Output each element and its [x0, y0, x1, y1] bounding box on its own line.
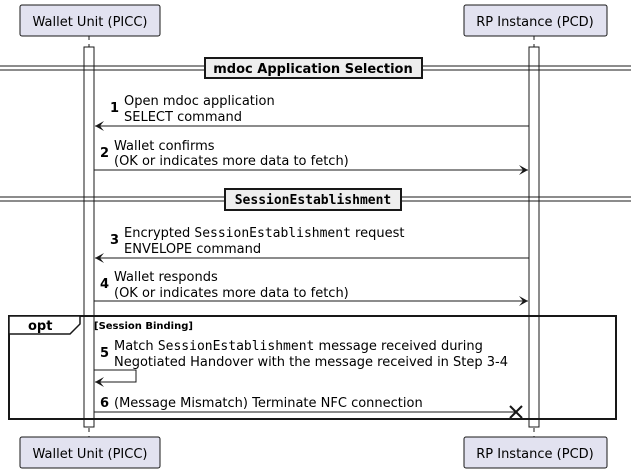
message-number: 2 [100, 146, 109, 161]
message-number: 1 [110, 101, 119, 116]
message-text: (OK or indicates more data to fetch) [114, 154, 349, 169]
message-5: 5 Match SessionEstablishment message rec… [94, 339, 508, 387]
message-text: Open mdoc application [124, 94, 275, 109]
participant-rp-bottom: RP Instance (PCD) [463, 436, 608, 469]
divider-label: mdoc Application Selection [213, 62, 412, 77]
message-number: 3 [110, 233, 119, 248]
divider-application-selection: mdoc Application Selection [0, 57, 631, 79]
message-text: Encrypted SessionEstablishment request [124, 226, 404, 241]
participant-rp-label: RP Instance (PCD) [476, 447, 594, 462]
message-2: 2 Wallet confirms (OK or indicates more … [94, 139, 528, 175]
message-text: Match SessionEstablishment message recei… [114, 339, 483, 354]
message-6: 6 (Message Mismatch) Terminate NFC conne… [94, 396, 523, 419]
divider-session-establishment: SessionEstablishment [0, 188, 631, 211]
fragment-keyword: opt [28, 319, 52, 334]
participant-rp-label: RP Instance (PCD) [476, 15, 594, 30]
participant-wallet-top: Wallet Unit (PICC) [19, 4, 161, 37]
participant-wallet-label: Wallet Unit (PICC) [32, 15, 147, 30]
message-number: 4 [100, 277, 109, 292]
opt-fragment: opt [Session Binding] [8, 315, 617, 420]
message-arrow [94, 369, 137, 387]
message-text: ENVELOPE command [124, 242, 261, 257]
divider-label: SessionEstablishment [235, 193, 392, 208]
message-number: 5 [100, 346, 109, 361]
participant-rp-top: RP Instance (PCD) [463, 4, 608, 37]
destroy-x-icon [509, 405, 523, 419]
message-text: Wallet confirms [114, 139, 215, 154]
participant-wallet-label: Wallet Unit (PICC) [32, 447, 147, 462]
message-text: Wallet responds [114, 270, 218, 285]
activation-bar-wallet [83, 46, 95, 428]
message-text: SELECT command [124, 110, 242, 125]
message-1: 1 Open mdoc application SELECT command [95, 94, 529, 131]
activation-bar-rp [528, 46, 540, 428]
message-text: Negotiated Handover with the message rec… [114, 355, 508, 370]
message-4: 4 Wallet responds (OK or indicates more … [94, 270, 528, 306]
message-number: 6 [100, 396, 109, 411]
message-3: 3 Encrypted SessionEstablishment request… [95, 226, 529, 263]
participant-wallet-bottom: Wallet Unit (PICC) [19, 436, 161, 469]
fragment-condition: [Session Binding] [94, 321, 193, 332]
message-text: (Message Mismatch) Terminate NFC connect… [114, 396, 423, 411]
message-text: (OK or indicates more data to fetch) [114, 286, 349, 301]
